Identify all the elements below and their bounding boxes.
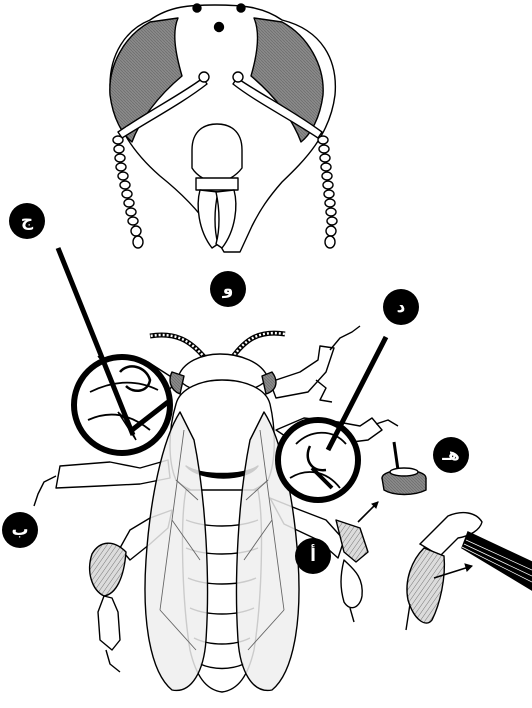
left-antenna-socket (199, 72, 209, 82)
arrow-to-brush-head (465, 564, 472, 571)
body-left-antenna (150, 335, 205, 358)
right-antenna-flagellum (318, 136, 337, 248)
clypeus (192, 124, 242, 182)
right-front-leg (270, 326, 360, 402)
callout-circle-right (278, 420, 358, 500)
label-a: أ (295, 538, 331, 574)
left-mandible (198, 190, 218, 248)
pollen-comb-detail (382, 442, 426, 495)
labrum (196, 178, 238, 190)
leg-brush-detail (406, 513, 532, 630)
bee-head-front-view (110, 4, 337, 252)
ocellus-right (237, 4, 245, 12)
label-h: هـ (433, 437, 469, 473)
label-d: د (383, 289, 419, 325)
ocellus-middle (215, 23, 224, 32)
label-b: ب (2, 512, 38, 548)
label-w: و (210, 271, 246, 307)
label-j: ج (9, 203, 45, 239)
ocellus-left (193, 4, 201, 12)
dorsal-left-eye (170, 372, 184, 394)
body-right-antenna (232, 333, 285, 358)
right-antenna-socket (233, 72, 243, 82)
left-middle-leg (34, 460, 170, 506)
